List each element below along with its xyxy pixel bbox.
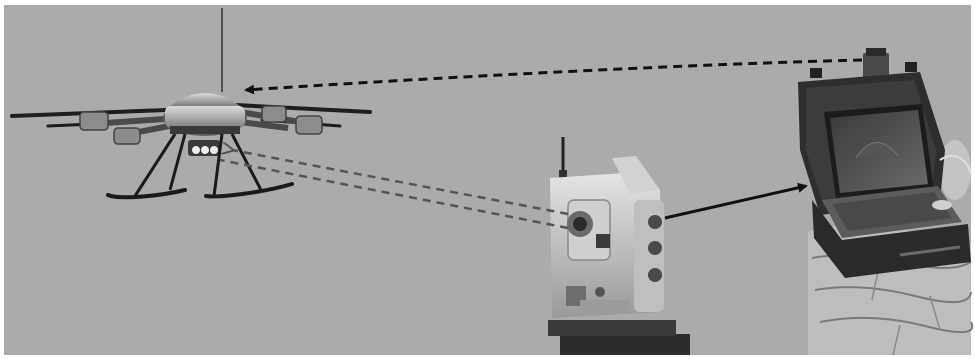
drone-prism (192, 146, 200, 154)
tripod-head (560, 334, 690, 355)
